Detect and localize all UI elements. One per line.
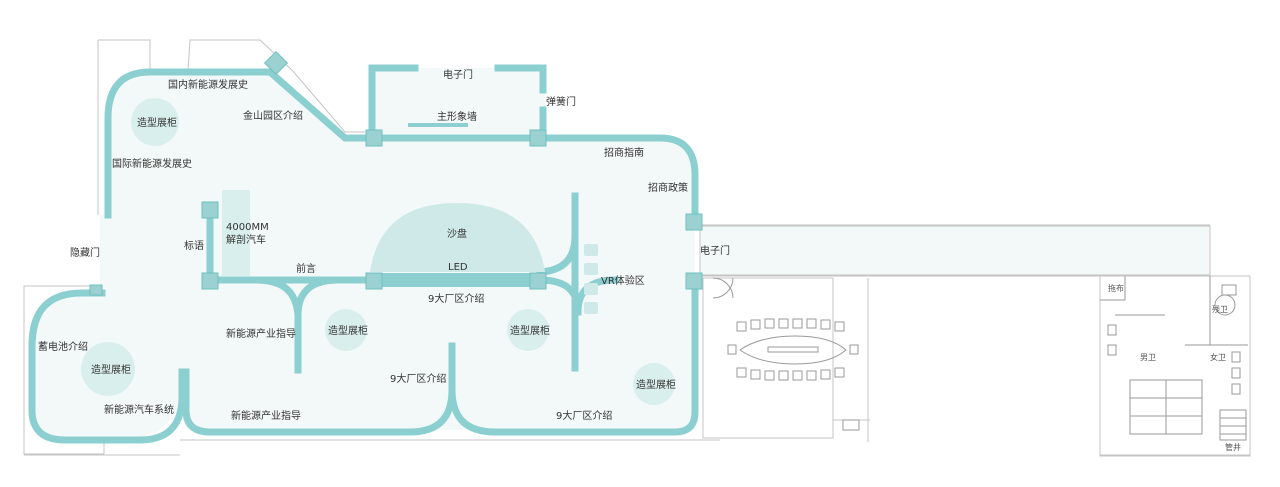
label-nine-factories-3: 9大厂区介绍 xyxy=(556,409,612,422)
label-mens-toilet: 男卫 xyxy=(1140,353,1156,362)
east-corridor xyxy=(699,225,1211,276)
label-spring-door: 弹簧门 xyxy=(546,95,576,108)
main-wall-bar xyxy=(408,123,468,127)
label-industry-guide-2: 新能源产业指导 xyxy=(231,409,301,422)
label-model-cabinet-2: 造型展柜 xyxy=(328,324,368,337)
label-electronic-door-right: 电子门 xyxy=(700,244,730,257)
sand-table xyxy=(370,203,545,272)
label-vr-area: VR体验区 xyxy=(601,274,645,287)
led-strip xyxy=(368,273,544,287)
dissected-car xyxy=(222,190,250,276)
label-car-4000: 4000MM xyxy=(226,222,269,233)
label-womens-toilet: 女卫 xyxy=(1210,352,1226,362)
label-battery-intro: 蓄电池介绍 xyxy=(38,340,88,353)
label-led: LED xyxy=(448,262,468,273)
label-model-cabinet-3: 造型展柜 xyxy=(510,324,550,337)
label-jinshan-intro: 金山园区介绍 xyxy=(243,109,303,122)
label-hidden-door: 隐藏门 xyxy=(70,246,100,259)
label-investment-guide: 招商指南 xyxy=(604,146,644,159)
label-nine-factories-2: 9大厂区介绍 xyxy=(390,372,446,385)
label-preface: 前言 xyxy=(296,262,316,275)
vr-pods xyxy=(584,244,598,314)
label-investment-policy: 招商政策 xyxy=(648,181,688,194)
restrooms xyxy=(1100,276,1248,441)
label-main-wall: 主形象墙 xyxy=(437,110,477,123)
label-model-cabinet-5: 造型展柜 xyxy=(636,378,676,391)
label-mop-room: 拖布 xyxy=(1108,283,1124,293)
label-nev-system: 新能源汽车系统 xyxy=(104,403,174,416)
label-nine-factories-1: 9大厂区介绍 xyxy=(428,292,484,305)
label-model-cabinet-1: 造型展柜 xyxy=(137,116,177,129)
label-sand-table: 沙盘 xyxy=(447,227,467,240)
label-disabled-toilet: 残卫 xyxy=(1212,304,1228,314)
label-electronic-door-top: 电子门 xyxy=(443,68,473,81)
label-biaoyu: 标语 xyxy=(184,240,204,252)
label-car-dissect: 解剖汽车 xyxy=(226,233,266,246)
label-guonei-history: 国内新能源发展史 xyxy=(168,78,248,91)
label-pipe-well: 管井 xyxy=(1225,442,1241,452)
meeting-room xyxy=(712,277,860,431)
label-guoji-history: 国际新能源发展史 xyxy=(112,157,192,170)
label-model-cabinet-4: 造型展柜 xyxy=(91,363,131,376)
label-industry-guide-1: 新能源产业指导 xyxy=(226,327,296,340)
columns xyxy=(89,50,703,296)
labels: 国内新能源发展史 金山园区介绍 造型展柜 国际新能源发展史 4000MM 解剖汽… xyxy=(38,68,1241,452)
model-cabinets xyxy=(81,98,675,405)
